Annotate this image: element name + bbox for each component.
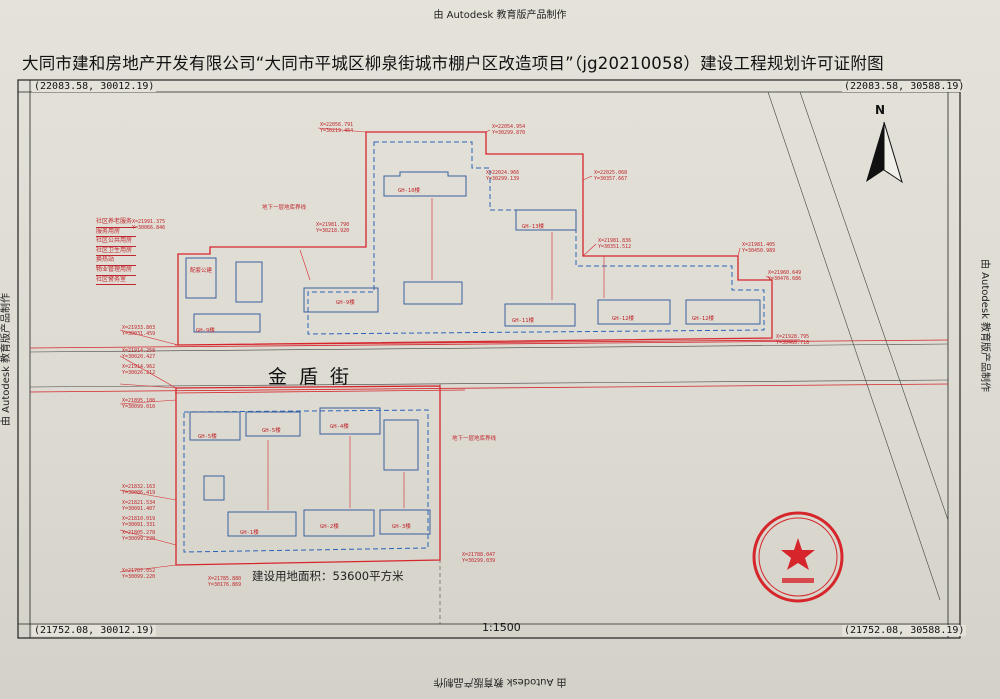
site-coordinate: X=21787.052 Y=30099.220 [122, 568, 156, 580]
building-label: GH-4楼 [330, 424, 349, 430]
site-coordinate: X=21832.163 Y=30086.419 [122, 484, 156, 496]
site-coordinate: X=21785.880 Y=30176.869 [208, 576, 242, 588]
building-label: GH-13楼 [522, 224, 545, 230]
building-label: GH-11楼 [512, 318, 535, 324]
building-label: GH-2楼 [320, 524, 339, 530]
corner-coord-bottom-right: (21752.08, 30588.19) [842, 625, 967, 636]
site-coordinate: X=21895.180 Y=30099.010 [122, 398, 156, 410]
facility-legend: 社区养老服务 服务用房 社区公共用房 社区卫生用房 换热站 物业管理用房 社区警… [96, 218, 137, 286]
drawing-title: 大同市建和房地产开发有限公司“大同市平城区柳泉街城市棚户区改造项目”（jg202… [22, 54, 884, 73]
building-label: GH-5楼 [262, 428, 281, 434]
north-arrow-icon [866, 121, 903, 184]
building-label: GH-9楼 [336, 300, 355, 306]
building-label: GH-12楼 [612, 316, 635, 322]
basement-label: 地下一层地库界线 [262, 205, 307, 211]
building-label: GH-10楼 [398, 188, 421, 194]
site-area-label: 建设用地面积：53600平方米 [252, 569, 404, 583]
site-coordinate: X=21981.405 Y=30450.989 [742, 242, 776, 254]
legend-item: 社区警务室 [96, 276, 137, 286]
site-coordinate: X=21991.375 Y=30066.846 [132, 219, 166, 231]
legend-item: 社区公共用房 [96, 237, 137, 247]
site-coordinate: X=21928.795 Y=30460.718 [776, 334, 810, 346]
site-coordinate: X=21933.803 Y=30031.459 [122, 325, 156, 337]
site-coordinate: X=21960.649 Y=30476.686 [768, 270, 802, 282]
corner-coord-top-right: (22083.58, 30588.19) [842, 81, 967, 92]
site-coordinate: X=22054.954 Y=30299.870 [492, 124, 526, 136]
site-coordinate: X=21914.962 Y=30026.212 [122, 364, 156, 376]
watermark-top: 由 Autodesk 教育版产品制作 [433, 10, 567, 21]
site-coordinate: X=22024.966 Y=30299.139 [486, 170, 520, 182]
building-label: GH-9楼 [196, 328, 215, 334]
building-label: GH-3楼 [392, 524, 411, 530]
site-coordinate: X=21810.019 Y=30091.331 [122, 516, 156, 528]
basement-label: 地下一层地库界线 [452, 436, 497, 442]
approval-seal-icon [752, 511, 844, 603]
site-coordinate: X=21914.258 Y=30020.427 [122, 348, 156, 360]
site-coordinate: X=21981.790 Y=30218.920 [316, 222, 350, 234]
building-label: GH-12楼 [692, 316, 715, 322]
site-coordinate: X=21981.836 Y=30351.512 [598, 238, 632, 250]
site-coordinate: X=21788.047 Y=30299.039 [462, 552, 496, 564]
site-coordinate: X=21821.534 Y=30091.407 [122, 500, 156, 512]
site-coordinate: X=22056.791 Y=30219.464 [320, 122, 354, 134]
scale-label: 1:1500 [482, 621, 521, 634]
building-label: GH-5楼 [198, 434, 217, 440]
building-label: GH-1楼 [240, 530, 259, 536]
corner-coord-bottom-left: (21752.08, 30012.19) [32, 625, 157, 636]
legend-item: 换热站 [96, 256, 137, 266]
legend-item: 社区卫生用房 [96, 247, 137, 257]
legend-item: 物业管理用房 [96, 266, 137, 276]
site-coordinate: X=21805.278 Y=30099.220 [122, 530, 156, 542]
north-label: N [875, 103, 886, 117]
legend-item: 社区养老服务 [96, 218, 137, 228]
site-coordinate: X=22025.068 Y=30357.667 [594, 170, 628, 182]
building-label: 配套公建 [190, 268, 213, 274]
corner-coord-top-left: (22083.58, 30012.19) [32, 81, 157, 92]
street-name: 金盾街 [268, 366, 362, 388]
legend-item: 服务用房 [96, 228, 137, 238]
